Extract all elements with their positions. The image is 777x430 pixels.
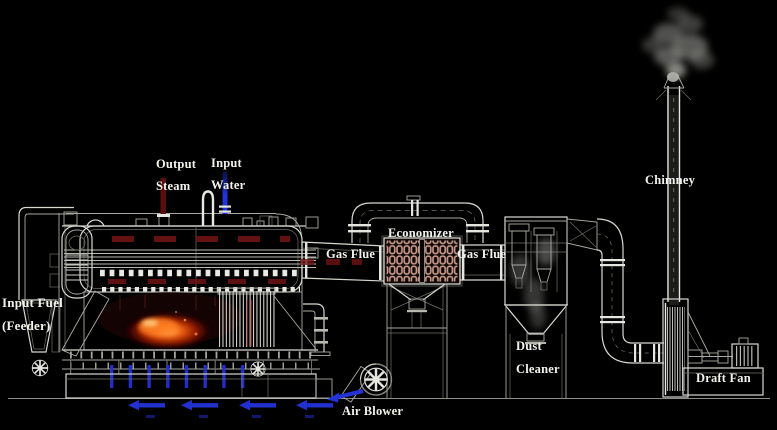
fan-motor (731, 337, 759, 369)
fuel-feeder (21, 290, 110, 357)
chimney (642, 7, 714, 305)
label-input-fuel-line1: Input Fuel (2, 295, 63, 310)
standpipe (18, 206, 74, 300)
label-input-water: Input Water (211, 153, 245, 196)
boiler (18, 172, 333, 399)
label-input-fuel-line2: (Feeder) (2, 317, 51, 333)
blowdown-pipe (303, 303, 331, 356)
dust-smoke (510, 238, 555, 329)
furnace (83, 287, 317, 351)
label-input-fuel: Input Fuel (Feeder) (2, 292, 63, 337)
label-gas-flue-right: Gas Flue (457, 247, 507, 261)
economizer-arch-duct (348, 195, 489, 243)
fan-shaft (687, 349, 733, 364)
label-output-steam: Output Steam (156, 154, 196, 197)
dust-cleaner-legs (505, 305, 567, 398)
flame (123, 311, 213, 350)
fan-base (682, 367, 764, 396)
fire-tube-band (64, 249, 316, 268)
output-steam-pipe (157, 178, 170, 226)
label-draft-fan: Draft Fan (696, 371, 751, 385)
input-water-pipe (219, 172, 231, 214)
label-output-steam-line2: Steam (156, 178, 191, 193)
label-gas-flue-left: Gas Flue (326, 247, 376, 261)
blower-air-arrow (327, 389, 364, 403)
fire-door (61, 225, 93, 299)
drum-top-fittings (86, 215, 297, 227)
boiler-base (65, 373, 333, 399)
boiler-drum (64, 225, 319, 293)
flue-downcomer-duct (566, 218, 664, 364)
label-dust-cleaner-line1: Dust (516, 339, 542, 353)
economizer-tube-box (381, 235, 463, 287)
economizer-support-frame (386, 283, 448, 398)
label-output-steam-line1: Output (156, 157, 197, 171)
level-gauge-pipe (201, 190, 215, 226)
label-economizer: Economizer (388, 226, 454, 240)
draft-fan (662, 298, 764, 398)
dust-cleaner (503, 216, 569, 398)
label-input-water-line1: Input (211, 156, 242, 170)
label-input-water-line2: Water (211, 177, 246, 192)
grate-sprocket-left (31, 359, 49, 377)
air-blower (327, 363, 393, 403)
label-dust-cleaner-line2: Cleaner (516, 361, 560, 376)
label-air-blower: Air Blower (342, 404, 404, 418)
label-dust-cleaner: Dust Cleaner (516, 335, 560, 380)
grate (31, 349, 320, 377)
feeder-chute (61, 290, 110, 357)
air-flow-arrows (128, 400, 333, 411)
smoke-plume (642, 7, 714, 78)
tube-bank (217, 287, 317, 350)
label-chimney: Chimney (645, 173, 696, 187)
economizer (348, 195, 489, 398)
